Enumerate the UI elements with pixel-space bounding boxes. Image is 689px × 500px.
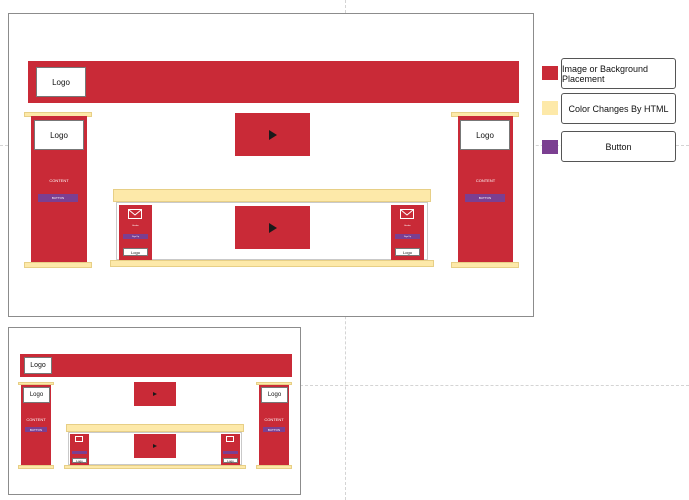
counter-top: [66, 424, 244, 432]
legend-text: Button: [605, 141, 632, 152]
legend-label-purple: Button: [561, 131, 676, 162]
right-tower-base: [451, 262, 519, 268]
counter-panel-right: Logo: [221, 434, 240, 465]
panel-logo: Logo: [123, 248, 148, 256]
panel-logo: Logo: [395, 248, 420, 256]
right-tower-logo: Logo: [261, 387, 288, 403]
video-screen-counter: [134, 434, 176, 458]
panel-text-1: Header: [132, 225, 139, 227]
legend-swatch-cream: [542, 101, 558, 115]
left-tower-base: [24, 262, 92, 268]
legend-text: Image or Background Placement: [562, 63, 649, 84]
logo-label: Logo: [267, 392, 282, 398]
counter-top: [113, 189, 431, 202]
left-tower: Logo CONTENT BUTTON: [31, 116, 87, 262]
counter-panel-left: Logo: [70, 434, 89, 465]
right-tower-content: CONTENT: [264, 417, 284, 422]
right-tower-button[interactable]: BUTTON: [465, 194, 505, 202]
video-screen-counter: [235, 206, 310, 249]
legend-label-cream: Color Changes By HTML: [561, 93, 676, 124]
left-tower-button[interactable]: BUTTON: [38, 194, 78, 202]
mail-icon: [75, 436, 83, 442]
logo-label: Logo: [76, 458, 83, 463]
left-tower-button[interactable]: BUTTON: [25, 427, 47, 432]
large-booth-frame: Logo Logo CONTENT BUTTON Logo CONTENT BU…: [8, 13, 534, 317]
guide-line: [300, 385, 689, 386]
right-tower-logo: Logo: [460, 120, 510, 150]
mail-icon: [128, 209, 142, 219]
panel-button[interactable]: [223, 451, 238, 454]
legend-label-red: Image or Background Placement: [561, 58, 676, 89]
legend-swatch-purple: [542, 140, 558, 154]
right-tower-content: CONTENT: [475, 178, 496, 183]
logo-label: Logo: [52, 77, 70, 87]
panel-button[interactable]: Sign Up: [395, 234, 420, 239]
header-banner: Logo: [28, 61, 519, 103]
legend-text: Color Changes By HTML: [568, 103, 669, 114]
right-tower: Logo CONTENT BUTTON: [458, 116, 513, 262]
left-tower-content: CONTENT: [49, 178, 69, 183]
legend-swatch-red: [542, 66, 558, 80]
video-screen-top: [235, 113, 310, 156]
header-logo: Logo: [36, 67, 86, 97]
logo-label: Logo: [131, 249, 140, 255]
play-icon: [268, 129, 277, 140]
logo-label: Logo: [476, 130, 494, 140]
header-logo: Logo: [24, 357, 52, 374]
logo-label: Logo: [403, 249, 412, 255]
counter-base: [64, 465, 246, 469]
panel-text-1: Header: [404, 225, 411, 227]
play-icon: [153, 392, 157, 396]
panel-button[interactable]: Sign Up: [123, 234, 148, 239]
video-screen-top: [134, 382, 176, 406]
logo-label: Logo: [50, 130, 68, 140]
left-tower-content: CONTENT: [26, 417, 46, 422]
panel-logo: Logo: [72, 458, 87, 463]
left-tower-logo: Logo: [34, 120, 84, 150]
left-tower: Logo CONTENT BUTTON: [21, 385, 51, 466]
logo-label: Logo: [30, 362, 46, 369]
play-icon: [153, 444, 157, 448]
counter-panel-left: Header Sign Up Logo: [119, 205, 152, 260]
small-booth-frame: Logo Logo CONTENT BUTTON Logo CONTENT BU…: [8, 327, 301, 495]
logo-label: Logo: [227, 458, 234, 463]
right-tower: Logo CONTENT BUTTON: [259, 385, 289, 466]
right-tower-base: [256, 465, 292, 469]
panel-button[interactable]: [72, 451, 87, 454]
panel-logo: Logo: [223, 458, 238, 463]
right-tower-cap: [256, 382, 292, 385]
header-banner: Logo: [20, 354, 292, 377]
left-tower-cap: [18, 382, 54, 385]
counter-panel-right: Header Sign Up Logo: [391, 205, 424, 260]
play-icon: [268, 222, 277, 233]
left-tower-logo: Logo: [23, 387, 50, 403]
logo-label: Logo: [29, 392, 44, 398]
right-tower-button[interactable]: BUTTON: [263, 427, 285, 432]
counter-base: [110, 260, 434, 267]
left-tower-base: [18, 465, 54, 469]
mail-icon: [400, 209, 414, 219]
mail-icon: [226, 436, 234, 442]
